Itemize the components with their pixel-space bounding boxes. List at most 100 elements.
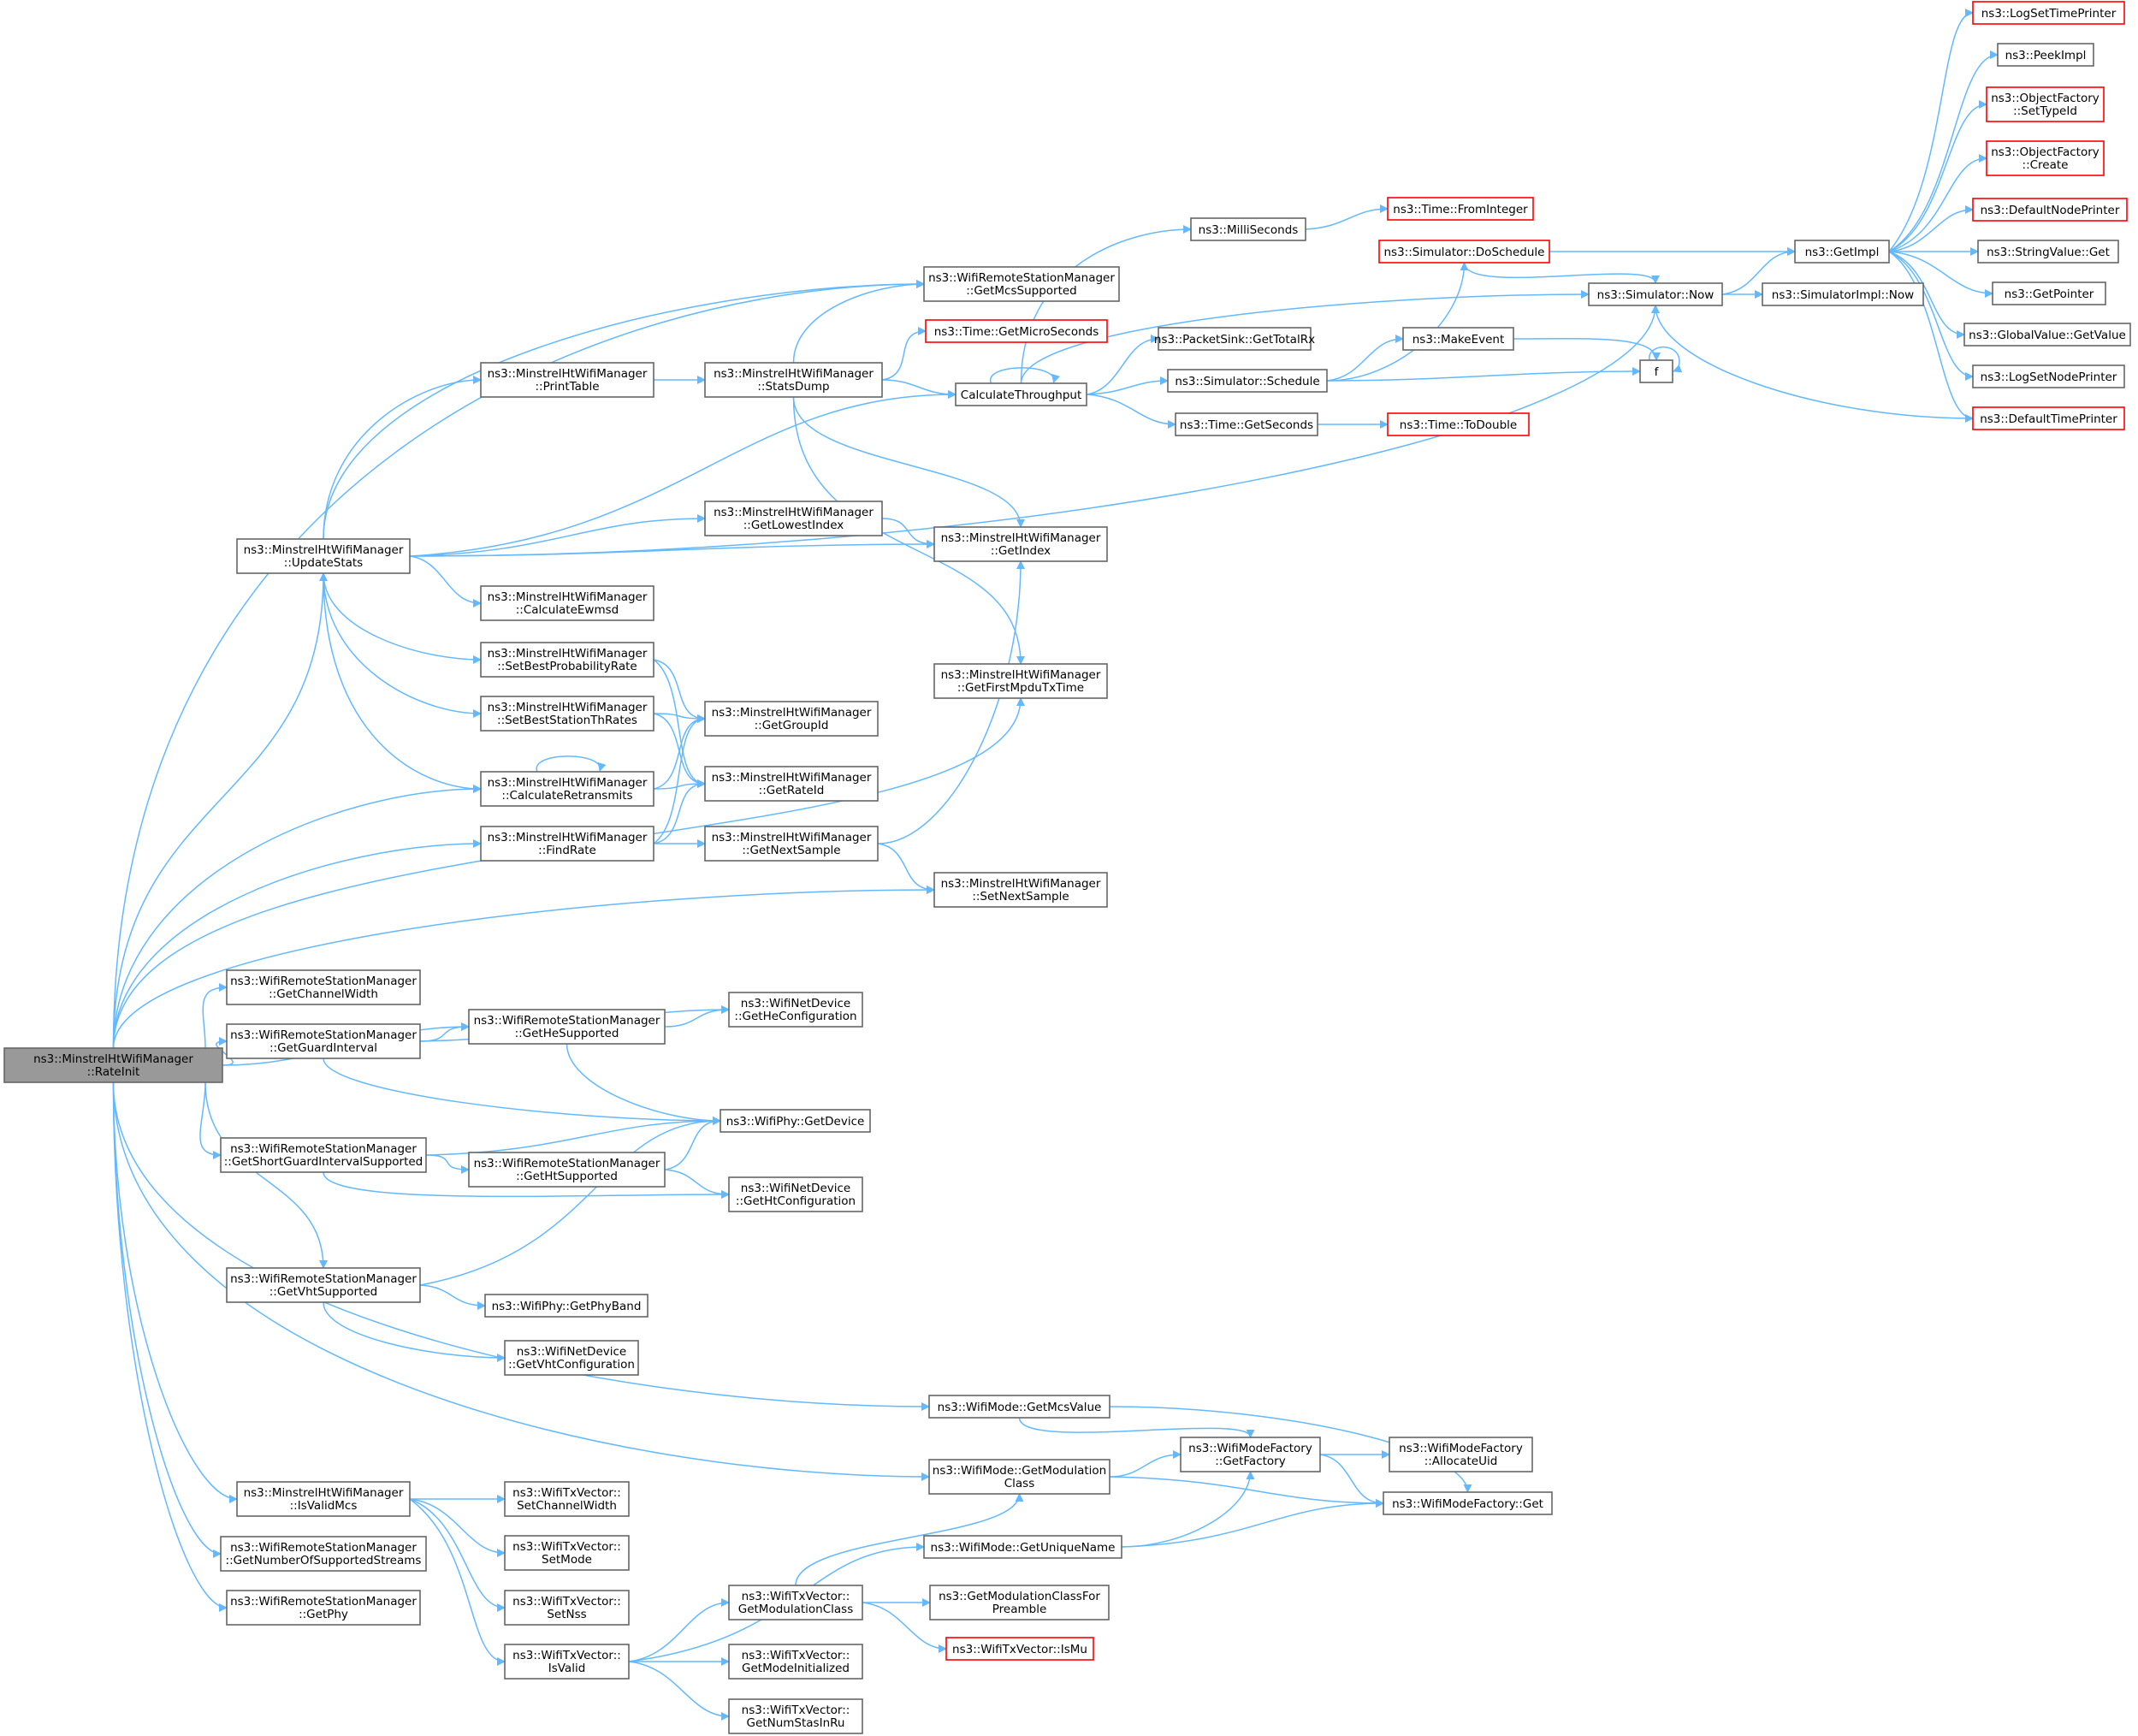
node-get-guard-interval[interactable]: ns3::WifiRemoteStationManager::GetGuardI… <box>226 1023 421 1059</box>
node-fnode[interactable]: f <box>1639 359 1673 383</box>
node-allocate-uid[interactable]: ns3::WifiModeFactory::AllocateUid <box>1389 1437 1533 1472</box>
node-find-rate[interactable]: ns3::MinstrelHtWifiManager::FindRate <box>480 826 654 862</box>
node-get-short-gi[interactable]: ns3::WifiRemoteStationManager::GetShortG… <box>220 1137 427 1173</box>
node-get-micro-seconds[interactable]: ns3::Time::GetMicroSeconds <box>925 319 1108 343</box>
node-ratelnit[interactable]: ns3::MinstrelHtWifiManager::RateInit <box>3 1047 223 1083</box>
node-label-line: ns3::WifiTxVector:: <box>742 1703 850 1717</box>
node-packet-sink[interactable]: ns3::PacketSink::GetTotalRx <box>1154 327 1315 351</box>
node-set-best-prob[interactable]: ns3::MinstrelHtWifiManager::SetBestProba… <box>480 642 654 678</box>
node-label-line: ns3::WifiModeFactory <box>1188 1442 1312 1455</box>
call-edge-setBestProb-to-getRateId <box>653 659 706 788</box>
node-set-best-station[interactable]: ns3::MinstrelHtWifiManager::SetBestStati… <box>480 696 654 732</box>
node-get-num-stas[interactable]: ns3::WifiTxVector::GetNumStasInRu <box>728 1698 863 1734</box>
call-edge-updateStats-to-getMcsSupported <box>323 280 925 540</box>
node-label-line: ns3::WifiPhy::GetDevice <box>726 1115 865 1129</box>
node-get-pointer[interactable]: ns3::GetPointer <box>1992 281 2106 305</box>
node-log-set-node-printer[interactable]: ns3::LogSetNodePrinter <box>1972 364 2125 388</box>
node-get-he-supported[interactable]: ns3::WifiRemoteStationManager::GetHeSupp… <box>468 1009 666 1045</box>
call-edge-milliSeconds-to-fromInteger <box>1305 204 1389 230</box>
node-set-mode[interactable]: ns3::WifiTxVector::SetMode <box>504 1535 630 1571</box>
node-get-seconds[interactable]: ns3::Time::GetSeconds <box>1175 412 1318 436</box>
call-edge-setBestProb-to-getGroupId <box>653 659 706 723</box>
node-string-value-get[interactable]: ns3::StringValue::Get <box>1977 240 2119 264</box>
node-calc-retransmits[interactable]: ns3::MinstrelHtWifiManager::CalculateRet… <box>480 771 654 807</box>
node-get-phy-band[interactable]: ns3::WifiPhy::GetPhyBand <box>484 1294 649 1318</box>
call-edge-updateStats-to-printTable <box>323 376 482 540</box>
node-peek-impl[interactable]: ns3::PeekImpl <box>1997 43 2094 67</box>
node-label-line: ::GetIndex <box>991 544 1051 558</box>
node-get-vht-supported[interactable]: ns3::WifiRemoteStationManager::GetVhtSup… <box>226 1267 421 1303</box>
call-edge-getShortGi-to-getHtSupported <box>425 1154 470 1174</box>
node-label-line: ns3::LogSetTimePrinter <box>1981 7 2117 21</box>
node-get-mcs-supported[interactable]: ns3::WifiRemoteStationManager::GetMcsSup… <box>923 266 1120 302</box>
node-milli-seconds[interactable]: ns3::MilliSeconds <box>1190 217 1306 241</box>
call-edge-getShortGi-to-getHtConfig <box>323 1171 730 1200</box>
node-label-line: ns3::MinstrelHtWifiManager <box>244 1486 404 1500</box>
node-calc-throughput[interactable]: CalculateThroughput <box>955 382 1087 406</box>
node-label-line: ns3::MinstrelHtWifiManager <box>712 706 872 720</box>
node-set-channel-width[interactable]: ns3::WifiTxVector::SetChannelWidth <box>504 1481 630 1517</box>
node-make-event[interactable]: ns3::MakeEvent <box>1402 327 1514 351</box>
call-edge-getHeSupported-to-phyGetDevice <box>566 1043 721 1125</box>
node-label-line: ns3::WifiRemoteStationManager <box>230 1142 417 1156</box>
node-get-mode-init[interactable]: ns3::WifiTxVector::GetModeInitialized <box>728 1644 863 1680</box>
node-of-create[interactable]: ns3::ObjectFactory::Create <box>1986 140 2105 176</box>
node-get-vht-config[interactable]: ns3::WifiNetDevice::GetVhtConfiguration <box>504 1340 639 1376</box>
call-edge-updateStats-to-simNow <box>409 305 1660 557</box>
call-edge-getGuardInterval-to-phyGetDevice <box>323 1058 721 1125</box>
node-log-set-time-printer[interactable]: ns3::LogSetTimePrinter <box>1972 1 2125 25</box>
node-global-value-get[interactable]: ns3::GlobalValue::GetValue <box>1963 323 2131 347</box>
call-edge-updateStats-to-getLowestIndex <box>409 514 706 557</box>
node-phy-get-device[interactable]: ns3::WifiPhy::GetDevice <box>720 1109 871 1133</box>
call-edge-getImpl-to-peekImpl <box>1888 50 1999 252</box>
node-get-ht-config[interactable]: ns3::WifiNetDevice::GetHtConfiguration <box>728 1176 863 1212</box>
node-do-schedule[interactable]: ns3::Simulator::DoSchedule <box>1378 240 1550 264</box>
node-calc-ewmsd[interactable]: ns3::MinstrelHtWifiManager::CalculateEwm… <box>480 585 654 621</box>
node-label-line: ns3::StringValue::Get <box>1987 246 2110 259</box>
node-label-line: ::UpdateStats <box>284 556 363 570</box>
node-print-table[interactable]: ns3::MinstrelHtWifiManager::PrintTable <box>480 362 654 398</box>
node-label-line: ns3::MinstrelHtWifiManager <box>488 367 648 381</box>
node-default-node-printer[interactable]: ns3::DefaultNodePrinter <box>1972 198 2128 222</box>
node-get-num-streams[interactable]: ns3::WifiRemoteStationManager::GetNumber… <box>220 1536 427 1572</box>
node-label-line: ::GetHeSupported <box>515 1027 619 1040</box>
node-sim-now[interactable]: ns3::Simulator::Now <box>1588 282 1723 306</box>
node-get-first-mpdu[interactable]: ns3::MinstrelHtWifiManager::GetFirstMpdu… <box>933 663 1108 699</box>
node-get-lowest-index[interactable]: ns3::MinstrelHtWifiManager::GetLowestInd… <box>704 501 883 536</box>
node-label-line: ns3::MinstrelHtWifiManager <box>941 668 1101 682</box>
node-is-valid-mcs[interactable]: ns3::MinstrelHtWifiManager::IsValidMcs <box>236 1481 411 1517</box>
node-is-valid[interactable]: ns3::WifiTxVector::IsValid <box>504 1644 630 1680</box>
node-get-phy[interactable]: ns3::WifiRemoteStationManager::GetPhy <box>226 1590 421 1626</box>
node-get-index[interactable]: ns3::MinstrelHtWifiManager::GetIndex <box>933 526 1108 562</box>
node-tx-get-mod-class[interactable]: ns3::WifiTxVector::GetModulationClass <box>728 1585 863 1620</box>
node-label-line: ::CalculateEwmsd <box>516 603 619 617</box>
node-get-unique-name[interactable]: ns3::WifiMode::GetUniqueName <box>923 1535 1122 1559</box>
node-get-ht-supported[interactable]: ns3::WifiRemoteStationManager::GetHtSupp… <box>468 1152 666 1188</box>
node-from-integer[interactable]: ns3::Time::FromInteger <box>1387 197 1534 221</box>
node-get-next-sample[interactable]: ns3::MinstrelHtWifiManager::GetNextSampl… <box>704 826 879 862</box>
node-of-set-type-id[interactable]: ns3::ObjectFactory::SetTypeId <box>1986 86 2105 122</box>
node-get-group-id[interactable]: ns3::MinstrelHtWifiManager::GetGroupId <box>704 701 879 737</box>
node-get-mcs-value[interactable]: ns3::WifiMode::GetMcsValue <box>928 1395 1110 1419</box>
node-is-mu[interactable]: ns3::WifiTxVector::IsMu <box>945 1637 1094 1661</box>
node-mode-factory-get[interactable]: ns3::WifiModeFactory::Get <box>1383 1491 1553 1515</box>
node-update-stats[interactable]: ns3::MinstrelHtWifiManager::UpdateStats <box>236 538 411 574</box>
node-get-modulation-class[interactable]: ns3::WifiMode::GetModulationClass <box>928 1459 1110 1495</box>
node-get-impl[interactable]: ns3::GetImpl <box>1794 240 1890 264</box>
call-edge-ratelnit-to-getGuardInterval <box>216 1037 234 1066</box>
node-mode-factory-get-factory[interactable]: ns3::WifiModeFactory::GetFactory <box>1180 1437 1321 1472</box>
node-get-he-config[interactable]: ns3::WifiNetDevice::GetHeConfiguration <box>728 992 863 1028</box>
call-edge-statsDump-to-getMicroSeconds <box>881 327 927 381</box>
node-get-rate-id[interactable]: ns3::MinstrelHtWifiManager::GetRateId <box>704 766 879 802</box>
node-set-nss[interactable]: ns3::WifiTxVector::SetNss <box>504 1590 630 1626</box>
node-sim-impl-now[interactable]: ns3::SimulatorImpl::Now <box>1762 282 1924 306</box>
node-stats-dump[interactable]: ns3::MinstrelHtWifiManager::StatsDump <box>704 362 883 398</box>
node-to-double[interactable]: ns3::Time::ToDouble <box>1387 412 1530 436</box>
node-label-line: GetModulationClass <box>738 1603 854 1616</box>
node-default-time-printer[interactable]: ns3::DefaultTimePrinter <box>1972 406 2125 430</box>
node-get-channel-width[interactable]: ns3::WifiRemoteStationManager::GetChanne… <box>226 969 421 1005</box>
node-schedule[interactable]: ns3::Simulator::Schedule <box>1167 369 1328 393</box>
node-set-next-sample[interactable]: ns3::MinstrelHtWifiManager::SetNextSampl… <box>933 872 1108 908</box>
node-label-line: ::PrintTable <box>535 380 599 394</box>
